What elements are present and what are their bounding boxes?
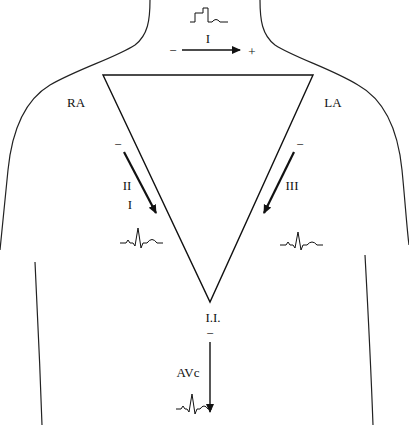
polarity-sign: −	[169, 44, 176, 57]
electrode-label: RA	[67, 96, 85, 109]
polarity-sign: −	[296, 138, 303, 151]
electrode-label: LA	[324, 96, 341, 109]
electrode-label: I.I.	[205, 311, 220, 324]
lead-name: II	[123, 179, 132, 192]
ecg-waveforms	[120, 8, 323, 414]
lead-name: III	[286, 179, 299, 192]
lead-name: I	[128, 198, 132, 211]
einthoven-triangle	[103, 75, 313, 302]
lead-name: AVc	[177, 366, 200, 379]
polarity-sign: −	[114, 138, 121, 151]
polarity-sign: −	[206, 327, 213, 340]
lead-name: I	[206, 32, 210, 45]
lead-arrows	[124, 50, 294, 412]
polarity-sign: +	[248, 45, 255, 58]
